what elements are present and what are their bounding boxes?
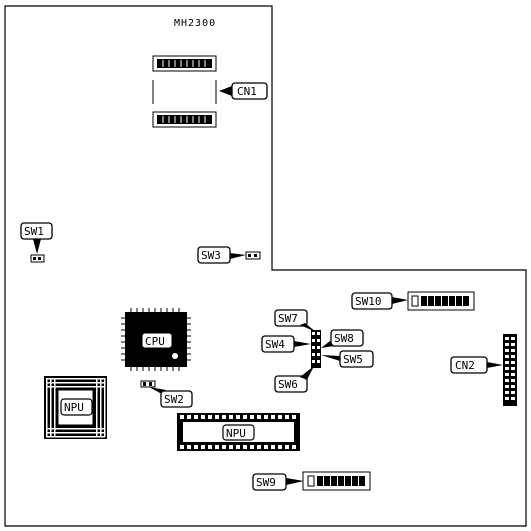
sw8-callout: SW8 [321,329,364,348]
cn2-callout: CN2 [450,356,503,374]
cn2-label: CN2 [455,359,475,372]
sw2-callout: SW2 [149,387,193,408]
sw6-label: SW6 [278,378,298,391]
sw10-dip-switch [407,291,475,311]
cn1-connector [152,55,217,128]
sw2-label: SW2 [164,393,184,406]
cn1-callout: CN1 [219,82,268,100]
sw1-label: SW1 [24,225,44,238]
cpu-chip: CPU [121,308,191,371]
sw3-label: SW3 [201,249,221,262]
sw3-jumper [245,251,261,260]
sw4-label: SW4 [265,338,285,351]
sw5-label: SW5 [343,353,363,366]
npu-socket: NPU [177,413,300,451]
sw9-callout: SW9 [252,473,304,491]
npu-left-label: NPU [64,401,84,414]
sw5-callout: SW5 [321,350,374,368]
cn2-connector [503,334,517,406]
sw9-dip-switch [302,471,371,491]
cn1-label: CN1 [237,85,257,98]
sw3-callout: SW3 [197,246,246,264]
sw1-callout: SW1 [20,222,53,254]
npu-socket-label: NPU [226,427,246,440]
sw9-label: SW9 [256,476,276,489]
sw7-callout: SW7 [274,309,316,332]
board-model-label: MH2300 [174,18,216,29]
sw2-jumper [140,380,156,388]
sw8-label: SW8 [334,332,354,345]
npu-left-chip: NPU [44,376,107,439]
sw6-callout: SW6 [274,366,314,393]
sw10-label: SW10 [355,295,382,308]
board-outline [4,5,527,527]
sw1-jumper [30,254,45,263]
sw10-callout: SW10 [351,292,408,310]
jumper-block [311,330,321,368]
sw4-callout: SW4 [261,335,311,353]
cpu-label: CPU [145,335,165,348]
sw7-label: SW7 [278,312,298,325]
